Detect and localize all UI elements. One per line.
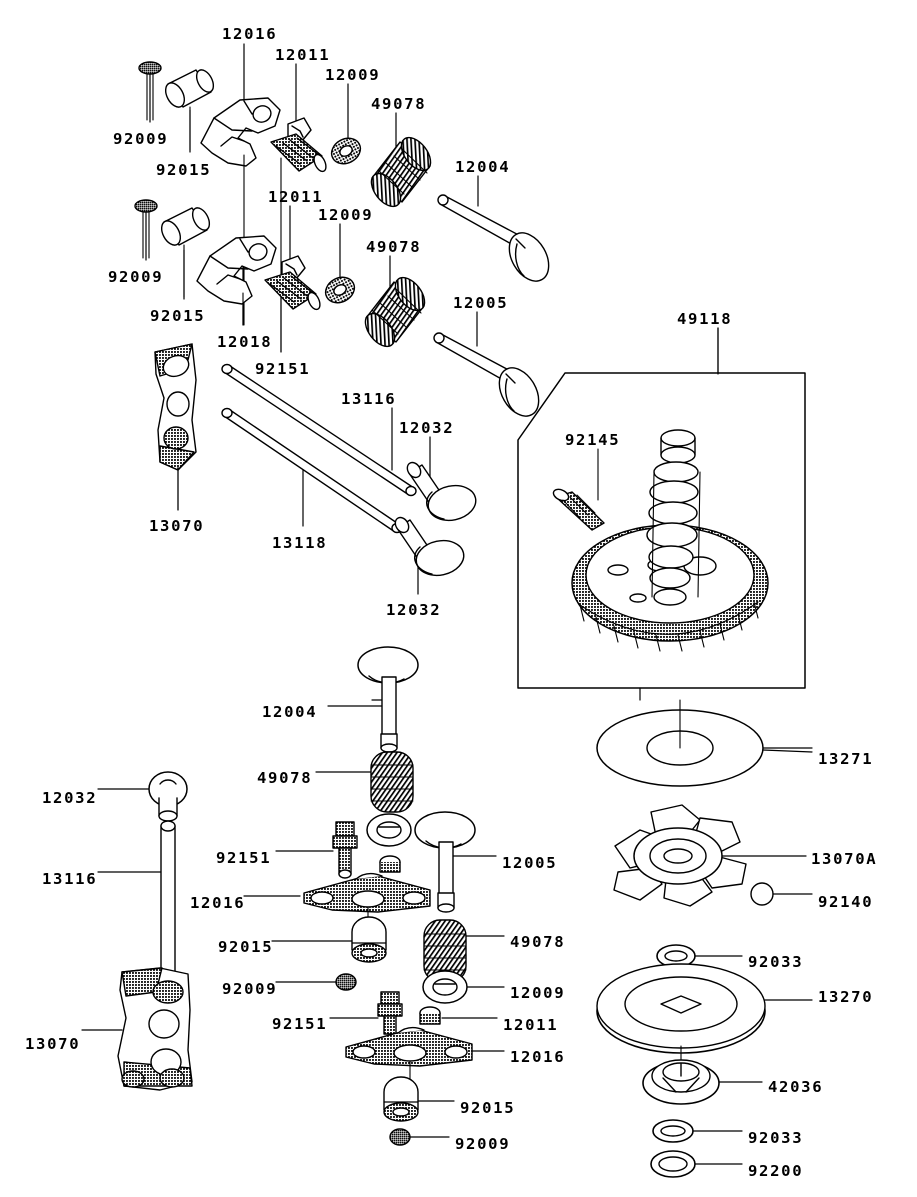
nut-92015-vertical-lower: [383, 1076, 455, 1122]
part-label-12032-upper: 12032: [399, 419, 455, 437]
part-label-92009-vert-up: 92009: [222, 980, 278, 998]
part-label-12011-vert: 12011: [503, 1016, 559, 1034]
ball-92140: [750, 882, 813, 906]
part-label-12011-upper: 12011: [275, 46, 331, 64]
screw-92009-lower: [134, 199, 158, 259]
nut-92015-lower: [160, 207, 211, 298]
part-label-12032-lower: 12032: [386, 601, 442, 619]
leader-lines-misc: [762, 749, 813, 753]
rocker-arm-12016-vertical-upper: [243, 872, 431, 927]
part-label-92009-vert-lo: 92009: [455, 1135, 511, 1153]
part-label-92140: 92140: [818, 893, 874, 911]
tappet-12032-left: [97, 771, 188, 822]
part-label-49078-vert-up: 49078: [257, 769, 313, 787]
screw-92009-vertical-lower: [389, 1128, 450, 1146]
plate-13271: [596, 699, 813, 787]
part-label-13270: 13270: [818, 988, 874, 1006]
bolt-92151-vertical: [275, 821, 358, 879]
part-label-12009-vert: 12009: [510, 984, 566, 1002]
snap-ring-92033-lower: [652, 1119, 743, 1143]
part-label-13070-upper: 13070: [149, 517, 205, 535]
part-label-92033-upper: 92033: [748, 953, 804, 971]
spring-49078-upper: [370, 136, 432, 208]
spring-92145: [552, 448, 605, 531]
part-label-49078-vert-lo: 49078: [510, 933, 566, 951]
part-label-92151-vert-lo: 92151: [272, 1015, 328, 1033]
retainer-12009-lower: [324, 276, 356, 304]
part-label-12016-vert-up: 12016: [190, 894, 246, 912]
part-label-49078-upper: 49078: [371, 95, 427, 113]
tappet-12032-lower: [394, 516, 465, 577]
part-label-92015-lower: 92015: [150, 307, 206, 325]
part-label-13070-lower: 13070: [25, 1035, 81, 1053]
snap-ring-92033-upper: [656, 944, 743, 968]
valve-12004: [437, 194, 550, 282]
part-label-92015-vert-lo: 92015: [460, 1099, 516, 1117]
rocker-arm-12018-lower: [196, 235, 277, 326]
part-label-92015-vert-up: 92015: [218, 938, 274, 956]
part-label-92009-lower: 92009: [108, 268, 164, 286]
part-label-12016-vert-lo: 12016: [510, 1048, 566, 1066]
part-label-13271: 13271: [818, 750, 874, 768]
part-label-12011-lower: 12011: [268, 188, 324, 206]
flywheel-13270: [596, 963, 813, 1065]
part-label-12004-vert: 12004: [262, 703, 318, 721]
spring-49078-vertical-upper: [315, 751, 414, 813]
part-label-92145: 92145: [565, 431, 621, 449]
part-label-92200: 92200: [748, 1162, 804, 1180]
push-rod-13116: [221, 363, 417, 497]
fan-13070A: [613, 804, 807, 907]
bolt-92151-vertical-lower: [329, 991, 403, 1035]
rocker-arm-12016-vertical-lower: [345, 1026, 505, 1085]
nut-92015-upper: [164, 69, 215, 151]
part-label-12032-left: 12032: [42, 789, 98, 807]
valve-12005: [433, 332, 540, 417]
part-label-13116-left: 13116: [42, 870, 98, 888]
stud-92151-lower: [264, 271, 321, 311]
pivot-12011-vertical-upper: [379, 855, 401, 873]
part-label-92033-lower: 92033: [748, 1129, 804, 1147]
retainer-12009-vertical-upper: [366, 813, 412, 847]
collar-42036: [642, 1059, 763, 1105]
spring-49078-lower: [364, 276, 426, 348]
part-label-49078-lower: 49078: [366, 238, 422, 256]
part-label-12004: 12004: [455, 158, 511, 176]
part-label-12018: 12018: [217, 333, 273, 351]
guide-13070-upper: [154, 343, 197, 511]
retainer-12009-upper: [330, 137, 362, 165]
part-label-13118: 13118: [272, 534, 328, 552]
part-label-12009-upper: 12009: [325, 66, 381, 84]
guide-13070-lower: [81, 967, 193, 1091]
part-label-12016-upper: 12016: [222, 25, 278, 43]
part-label-12005-vert: 12005: [502, 854, 558, 872]
part-label-12005: 12005: [453, 294, 509, 312]
part-label-92151-upper: 92151: [255, 360, 311, 378]
part-label-92015-upper: 92015: [156, 161, 212, 179]
part-label-13116: 13116: [341, 390, 397, 408]
stud-92151-upper: [270, 133, 327, 353]
screw-92009-upper: [138, 61, 162, 121]
retainer-12009-vertical-lower: [422, 970, 505, 1004]
washer-92200: [650, 1150, 743, 1178]
part-label-13070A: 13070A: [811, 850, 878, 868]
nut-92015-vertical-upper: [271, 916, 387, 963]
part-label-49118: 49118: [677, 310, 733, 328]
part-label-92009-upper: 92009: [113, 130, 169, 148]
valve-12004-vertical: [327, 646, 419, 753]
tappet-12032-upper: [406, 461, 477, 522]
part-label-12009-lower: 12009: [318, 206, 374, 224]
valve-12005-vertical: [414, 811, 497, 913]
screw-92009-vertical-upper: [275, 973, 357, 991]
camshaft-lobes: [646, 429, 701, 606]
spring-49078-vertical-lower: [423, 919, 505, 983]
part-label-42036: 42036: [768, 1078, 824, 1096]
pivot-12011-vertical-lower: [419, 1006, 498, 1025]
part-label-92151-vert: 92151: [216, 849, 272, 867]
